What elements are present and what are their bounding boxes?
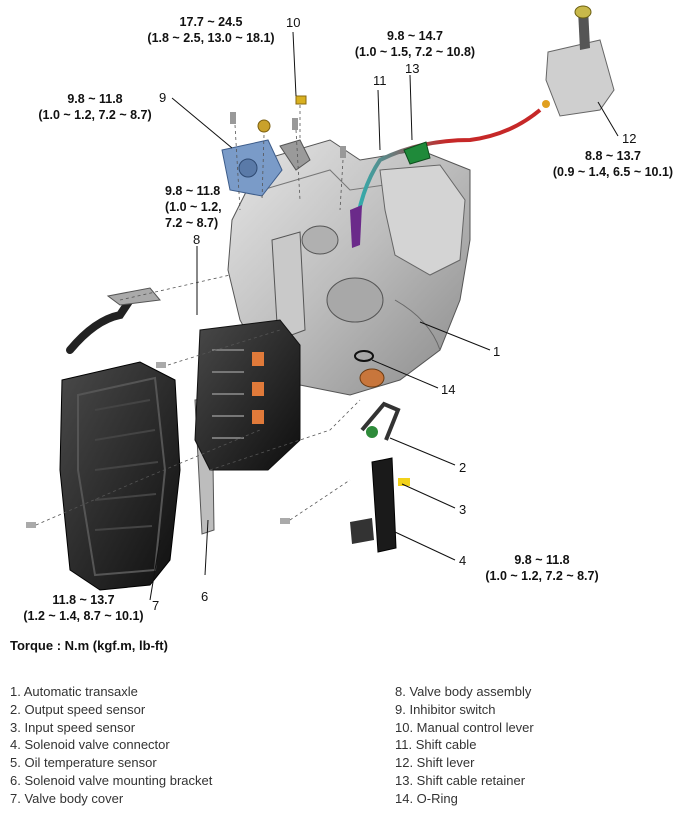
- legend-item: 4. Solenoid valve connector: [10, 737, 170, 753]
- legend-item: 2. Output speed sensor: [10, 701, 146, 717]
- callout-4: 4: [459, 553, 467, 568]
- bolts: [26, 362, 290, 528]
- manual-control-lever: [279, 95, 311, 171]
- diagram-illustration: [26, 5, 619, 601]
- torque-range: (1.0 ~ 1.2,: [165, 200, 222, 214]
- torque-range: (1.8 ~ 2.5, 13.0 ~ 18.1): [147, 31, 275, 45]
- legend-item: 14. O-Ring: [395, 790, 458, 806]
- torque-range: (1.0 ~ 1.2, 7.2 ~ 8.7): [38, 108, 152, 122]
- parts-legend-right: 8. Valve body assembly 9. Inhibitor swit…: [395, 683, 534, 808]
- legend-item: 8. Valve body assembly: [395, 684, 532, 699]
- callout-9: 9: [159, 90, 167, 105]
- callout-11: 11: [373, 73, 387, 88]
- torque-value: 9.8 ~ 11.8: [514, 553, 570, 567]
- input-speed-sensor-icon: [398, 478, 410, 486]
- torque-range: (1.0 ~ 1.2, 7.2 ~ 8.7): [485, 569, 599, 583]
- torque-value: 9.8 ~ 14.7: [387, 29, 443, 43]
- nut-icon: [257, 119, 271, 133]
- oil-pipe: [66, 287, 161, 354]
- valve-body-assembly: [194, 319, 301, 471]
- leader-lines: [149, 31, 619, 601]
- legend-item: 7. Valve body cover: [10, 790, 124, 806]
- callout-8: 8: [193, 232, 201, 247]
- legend-item: 6. Solenoid valve mounting bracket: [10, 772, 213, 788]
- torque-value: 11.8 ~ 13.7: [52, 593, 115, 607]
- torque-spec-shift-cable-retainer: 9.8 ~ 14.7 (1.0 ~ 1.5, 7.2 ~ 10.8): [340, 28, 490, 60]
- bolt-icon: [292, 118, 298, 130]
- torque-spec-solenoid-valve-connector: 9.8 ~ 11.8 (1.0 ~ 1.2, 7.2 ~ 8.7): [476, 552, 608, 584]
- torque-spec-manual-control-lever: 17.7 ~ 24.5 (1.8 ~ 2.5, 13.0 ~ 18.1): [140, 14, 282, 46]
- callout-1: 1: [493, 344, 501, 359]
- legend-item: 5. Oil temperature sensor: [10, 755, 157, 771]
- inhibitor-switch: [221, 139, 283, 197]
- torque-unit-note: Torque : N.m (kgf.m, lb-ft): [10, 638, 168, 653]
- torque-spec-shift-lever: 8.8 ~ 13.7 (0.9 ~ 1.4, 6.5 ~ 10.1): [543, 148, 683, 180]
- valve-body-cover: [59, 361, 181, 591]
- torque-value: 9.8 ~ 11.8: [165, 184, 221, 198]
- assembly-lines: [35, 105, 361, 526]
- torque-value: 8.8 ~ 13.7: [585, 149, 641, 163]
- callout-14: 14: [441, 382, 456, 397]
- solenoid-valve-connector: [350, 401, 410, 553]
- bolt-icon: [340, 146, 346, 158]
- bolt-icon: [230, 112, 236, 124]
- callout-10: 10: [286, 15, 301, 30]
- output-speed-sensor-icon: [366, 426, 378, 438]
- legend-item: 12. Shift lever: [395, 755, 475, 771]
- torque-spec-inhibitor-switch: 9.8 ~ 11.8 (1.0 ~ 1.2, 7.2 ~ 8.7): [30, 91, 160, 123]
- torque-range: (0.9 ~ 1.4, 6.5 ~ 10.1): [552, 165, 674, 179]
- torque-value: 17.7 ~ 24.5: [179, 15, 243, 29]
- callout-7: 7: [152, 598, 160, 613]
- callout-3: 3: [459, 502, 467, 517]
- torque-spec-valve-body-assembly: 9.8 ~ 11.8 (1.0 ~ 1.2, 7.2 ~ 8.7): [165, 183, 237, 231]
- o-ring: [354, 350, 374, 362]
- torque-range: (1.2 ~ 1.4, 8.7 ~ 10.1): [23, 609, 144, 623]
- shift-lever: [542, 5, 615, 117]
- legend-item: 3. Input speed sensor: [10, 719, 136, 735]
- parts-legend-left: 1. Automatic transaxle 2. Output speed s…: [10, 683, 212, 808]
- callout-13: 13: [405, 61, 420, 76]
- callout-2: 2: [459, 460, 467, 475]
- legend-item: 9. Inhibitor switch: [395, 701, 496, 717]
- legend-item: 11. Shift cable: [395, 737, 477, 753]
- shift-cable-retainer: [403, 141, 431, 165]
- callout-6: 6: [201, 589, 209, 604]
- legend-item: 10. Manual control lever: [395, 719, 534, 735]
- torque-range: 7.2 ~ 8.7): [165, 216, 219, 230]
- torque-spec-valve-body-cover: 11.8 ~ 13.7 (1.2 ~ 1.4, 8.7 ~ 10.1): [16, 592, 151, 624]
- legend-item: 13. Shift cable retainer: [395, 772, 526, 788]
- callout-12: 12: [622, 131, 637, 146]
- legend-item: 1. Automatic transaxle: [10, 684, 138, 699]
- torque-value: 9.8 ~ 11.8: [67, 92, 123, 106]
- torque-range: (1.0 ~ 1.5, 7.2 ~ 10.8): [354, 45, 476, 59]
